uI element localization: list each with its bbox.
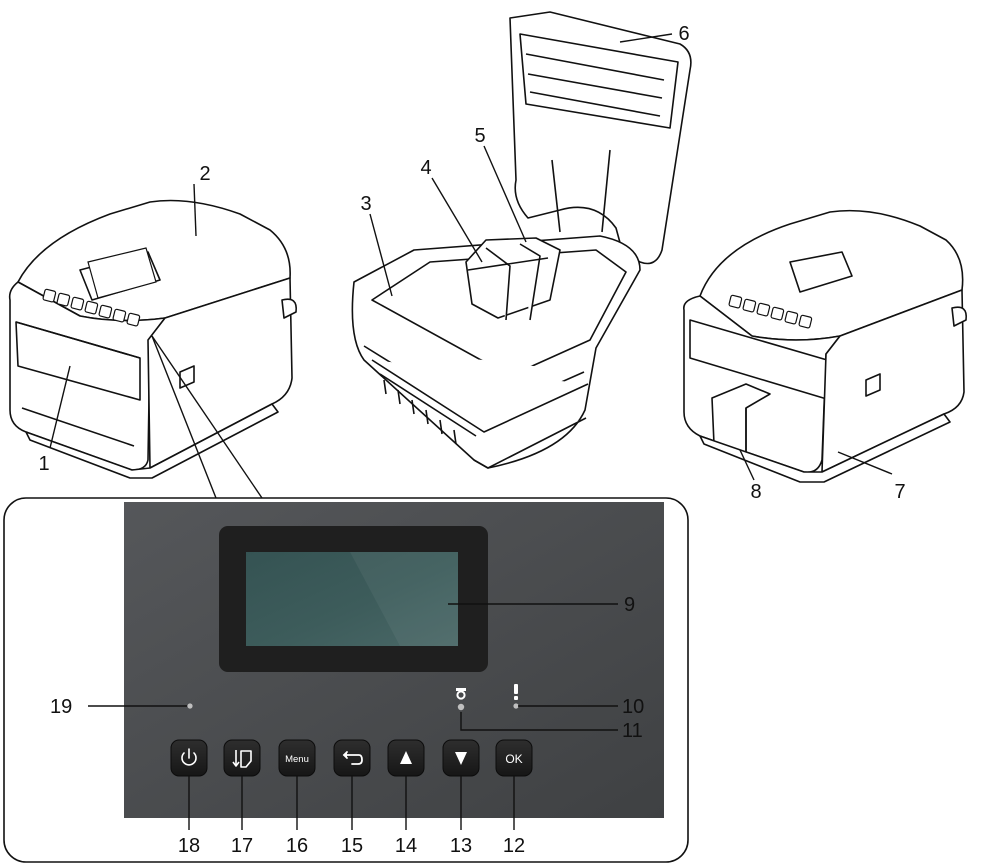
- callout-10: 10: [622, 696, 644, 718]
- printer-with-peeler: [683, 209, 968, 483]
- callout-7: 7: [894, 481, 905, 503]
- callout-6: 6: [678, 23, 689, 45]
- callout-14: 14: [395, 835, 417, 857]
- status-led-19: [187, 703, 193, 709]
- alert-led: [513, 703, 519, 709]
- exclamation-icon: [514, 684, 518, 700]
- callout-12: 12: [503, 835, 525, 857]
- ok-button[interactable]: OK: [495, 739, 533, 777]
- power-button[interactable]: [170, 739, 208, 777]
- callout-18: 18: [178, 835, 200, 857]
- callout-15: 15: [341, 835, 363, 857]
- editor-lite-icon: [456, 688, 466, 700]
- callout-8: 8: [750, 481, 761, 503]
- callout-4: 4: [420, 157, 431, 179]
- up-button[interactable]: [387, 739, 425, 777]
- triangle-up-icon: [400, 751, 412, 764]
- top-leader-lines: [49, 33, 893, 499]
- callout-16: 16: [286, 835, 308, 857]
- triangle-down-icon: [455, 752, 467, 765]
- callout-5: 5: [474, 125, 485, 147]
- back-arrow-icon: [342, 751, 363, 765]
- feed-icon: [232, 750, 252, 768]
- power-icon: [181, 748, 197, 766]
- printer-peeler-buttons: [728, 294, 813, 329]
- callout-11: 11: [622, 720, 643, 742]
- callout-9: 9: [624, 594, 635, 616]
- callout-17: 17: [231, 835, 253, 857]
- panel-leader-lines: [88, 603, 618, 830]
- menu-button[interactable]: Menu: [278, 739, 316, 777]
- feed-button[interactable]: [223, 739, 261, 777]
- printer-open-lid: [351, 11, 692, 469]
- back-button[interactable]: [333, 739, 371, 777]
- down-button[interactable]: [442, 739, 480, 777]
- ok-button-label: OK: [505, 752, 522, 766]
- editor-lite-led: [457, 703, 465, 711]
- callout-13: 13: [450, 835, 472, 857]
- callout-1: 1: [38, 453, 49, 475]
- printer-closed-front: [8, 199, 298, 479]
- callout-19: 19: [50, 696, 72, 718]
- callout-3: 3: [360, 193, 371, 215]
- printer-closed-buttons: [42, 247, 157, 327]
- menu-button-label: Menu: [285, 754, 309, 765]
- lcd-display: [219, 526, 488, 672]
- callout-2: 2: [199, 163, 210, 185]
- callout-numbers: 1 2 3 4 5 6 7 8 9 10 11 19 18 17 16 15 1…: [38, 23, 905, 857]
